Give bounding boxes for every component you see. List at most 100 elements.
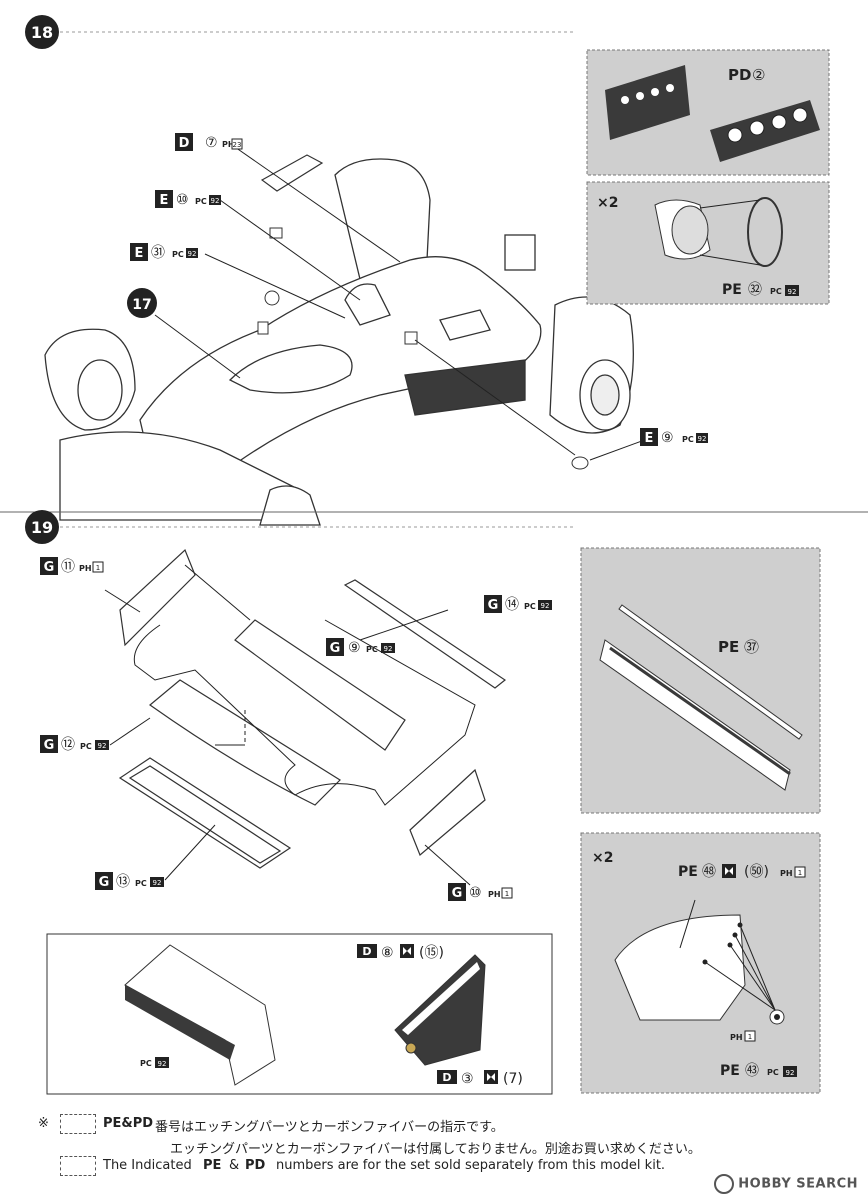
watermark-logo-icon [714, 1174, 735, 1194]
svg-text:⑪: ⑪ [61, 559, 75, 575]
footer-dashed-box-1 [60, 1114, 96, 1134]
svg-text:⑧: ⑧ [381, 945, 394, 961]
inset-pe48: ×2 PE ㊽ (㊿) PH 1 PH 1 PE [580, 832, 821, 1094]
svg-text:②: ② [752, 66, 765, 84]
inset-pe32: ×2 PE ㉜ PC 92 [586, 181, 830, 305]
svg-text:92: 92 [211, 197, 220, 205]
label-g9: G ⑨ PC 92 [326, 638, 395, 656]
svg-text:23: 23 [233, 141, 242, 149]
svg-text:G: G [488, 598, 499, 613]
svg-text:×2: ×2 [597, 195, 618, 211]
svg-text:(7): (7) [503, 1071, 523, 1087]
svg-text:92: 92 [384, 645, 393, 653]
watermark-text: HOBBY SEARCH [738, 1176, 858, 1192]
car-body-illustration [44, 158, 634, 526]
svg-text:G: G [99, 875, 110, 890]
svg-text:㉜: ㉜ [748, 282, 762, 298]
step-19-leaders [104, 564, 476, 886]
svg-text:92: 92 [98, 742, 107, 750]
svg-text:92: 92 [153, 879, 162, 887]
footer-line2: エッチングパーツとカーボンファイバーは付属しておりません。別途お買い求めください… [170, 1142, 701, 1157]
svg-text:⑩: ⑩ [469, 885, 482, 901]
footer-line3-amp: & [229, 1158, 240, 1173]
svg-text:PC: PC [524, 602, 536, 611]
step-19-number: 19 [31, 518, 53, 537]
part-e9a-shape [404, 331, 418, 345]
watermark: HOBBY SEARCH [714, 1174, 858, 1194]
svg-text:PC: PC [682, 435, 694, 444]
svg-text:PH: PH [488, 890, 501, 899]
svg-text:㊲: ㊲ [744, 638, 759, 656]
footer-dashed-box-2 [60, 1156, 96, 1176]
part-e31-shape [264, 290, 280, 306]
inset-pe37: PE ㊲ [580, 547, 821, 814]
svg-text:㊸: ㊸ [745, 1063, 759, 1079]
svg-text:PH: PH [780, 869, 793, 878]
label-subassembly-17: 17 [127, 288, 157, 318]
svg-text:⑭: ⑭ [505, 597, 519, 613]
svg-text:92: 92 [188, 250, 197, 258]
step-18: 18 [25, 15, 830, 526]
svg-text:1: 1 [505, 890, 509, 898]
svg-text:⑩: ⑩ [176, 192, 189, 208]
inset-pd2: PD ② [586, 49, 830, 176]
svg-text:PH: PH [222, 140, 235, 149]
part-d7-shape [260, 154, 324, 192]
svg-text:92: 92 [158, 1060, 167, 1068]
svg-text:⑨: ⑨ [661, 430, 674, 446]
footer-line3-post: numbers are for the set sold separately … [276, 1158, 666, 1173]
svg-text:D: D [179, 136, 190, 151]
svg-text:PE: PE [720, 1063, 740, 1079]
label-g10: G ⑩ PH 1 [448, 883, 513, 901]
svg-text:G: G [452, 886, 463, 901]
svg-text:PC: PC [140, 1059, 152, 1068]
svg-text:92: 92 [698, 435, 707, 443]
svg-text:PC: PC [80, 742, 92, 751]
svg-text:PC: PC [195, 197, 207, 206]
svg-text:E: E [160, 193, 169, 208]
svg-text:⑦: ⑦ [205, 135, 218, 151]
svg-text:⑫: ⑫ [61, 737, 75, 753]
svg-text:㊽: ㊽ [702, 864, 716, 880]
part-e10-shape [269, 227, 283, 239]
svg-text:E: E [645, 431, 654, 446]
svg-text:PE: PE [678, 864, 698, 880]
svg-text:PE: PE [722, 282, 742, 298]
svg-text:PC: PC [767, 1068, 779, 1077]
step-19-badge [25, 510, 59, 544]
svg-text:⑨: ⑨ [348, 640, 361, 656]
svg-text:(㊿): (㊿) [744, 864, 769, 880]
svg-text:1: 1 [798, 869, 802, 877]
svg-text:⑬: ⑬ [116, 874, 130, 890]
label-e10: E ⑩ PC 92 [155, 190, 221, 208]
svg-text:PH: PH [730, 1033, 743, 1042]
svg-text:1: 1 [96, 564, 100, 572]
svg-text:D: D [442, 1071, 451, 1084]
svg-text:E: E [135, 246, 144, 261]
svg-text:③: ③ [461, 1071, 474, 1087]
footer-asterisk: ※ [38, 1116, 49, 1131]
label-e9: E ⑨ PC 92 [640, 428, 708, 446]
svg-text:PE: PE [718, 638, 739, 656]
label-g13: G ⑬ PC 92 [95, 872, 164, 890]
part-e31b-shape [257, 321, 269, 335]
svg-text:PD: PD [728, 66, 751, 84]
svg-text:G: G [330, 641, 341, 656]
svg-text:D: D [362, 945, 371, 958]
svg-text:×2: ×2 [592, 850, 613, 866]
label-g11: G ⑪ PH 1 [40, 557, 104, 575]
svg-text:PH: PH [79, 564, 92, 573]
label-e31: E ㉛ PC 92 [130, 243, 198, 261]
svg-text:17: 17 [132, 297, 151, 313]
svg-text:㉛: ㉛ [151, 245, 165, 261]
svg-text:G: G [44, 560, 55, 575]
svg-text:G: G [44, 738, 55, 753]
part-e9-shape [571, 456, 589, 470]
label-g12: G ⑫ PC 92 [40, 735, 109, 753]
label-g14: G ⑭ PC 92 [484, 595, 552, 613]
svg-text:PC: PC [770, 287, 782, 296]
svg-text:PC: PC [172, 250, 184, 259]
svg-text:(⑮): (⑮) [419, 945, 444, 961]
svg-text:1: 1 [748, 1033, 752, 1041]
